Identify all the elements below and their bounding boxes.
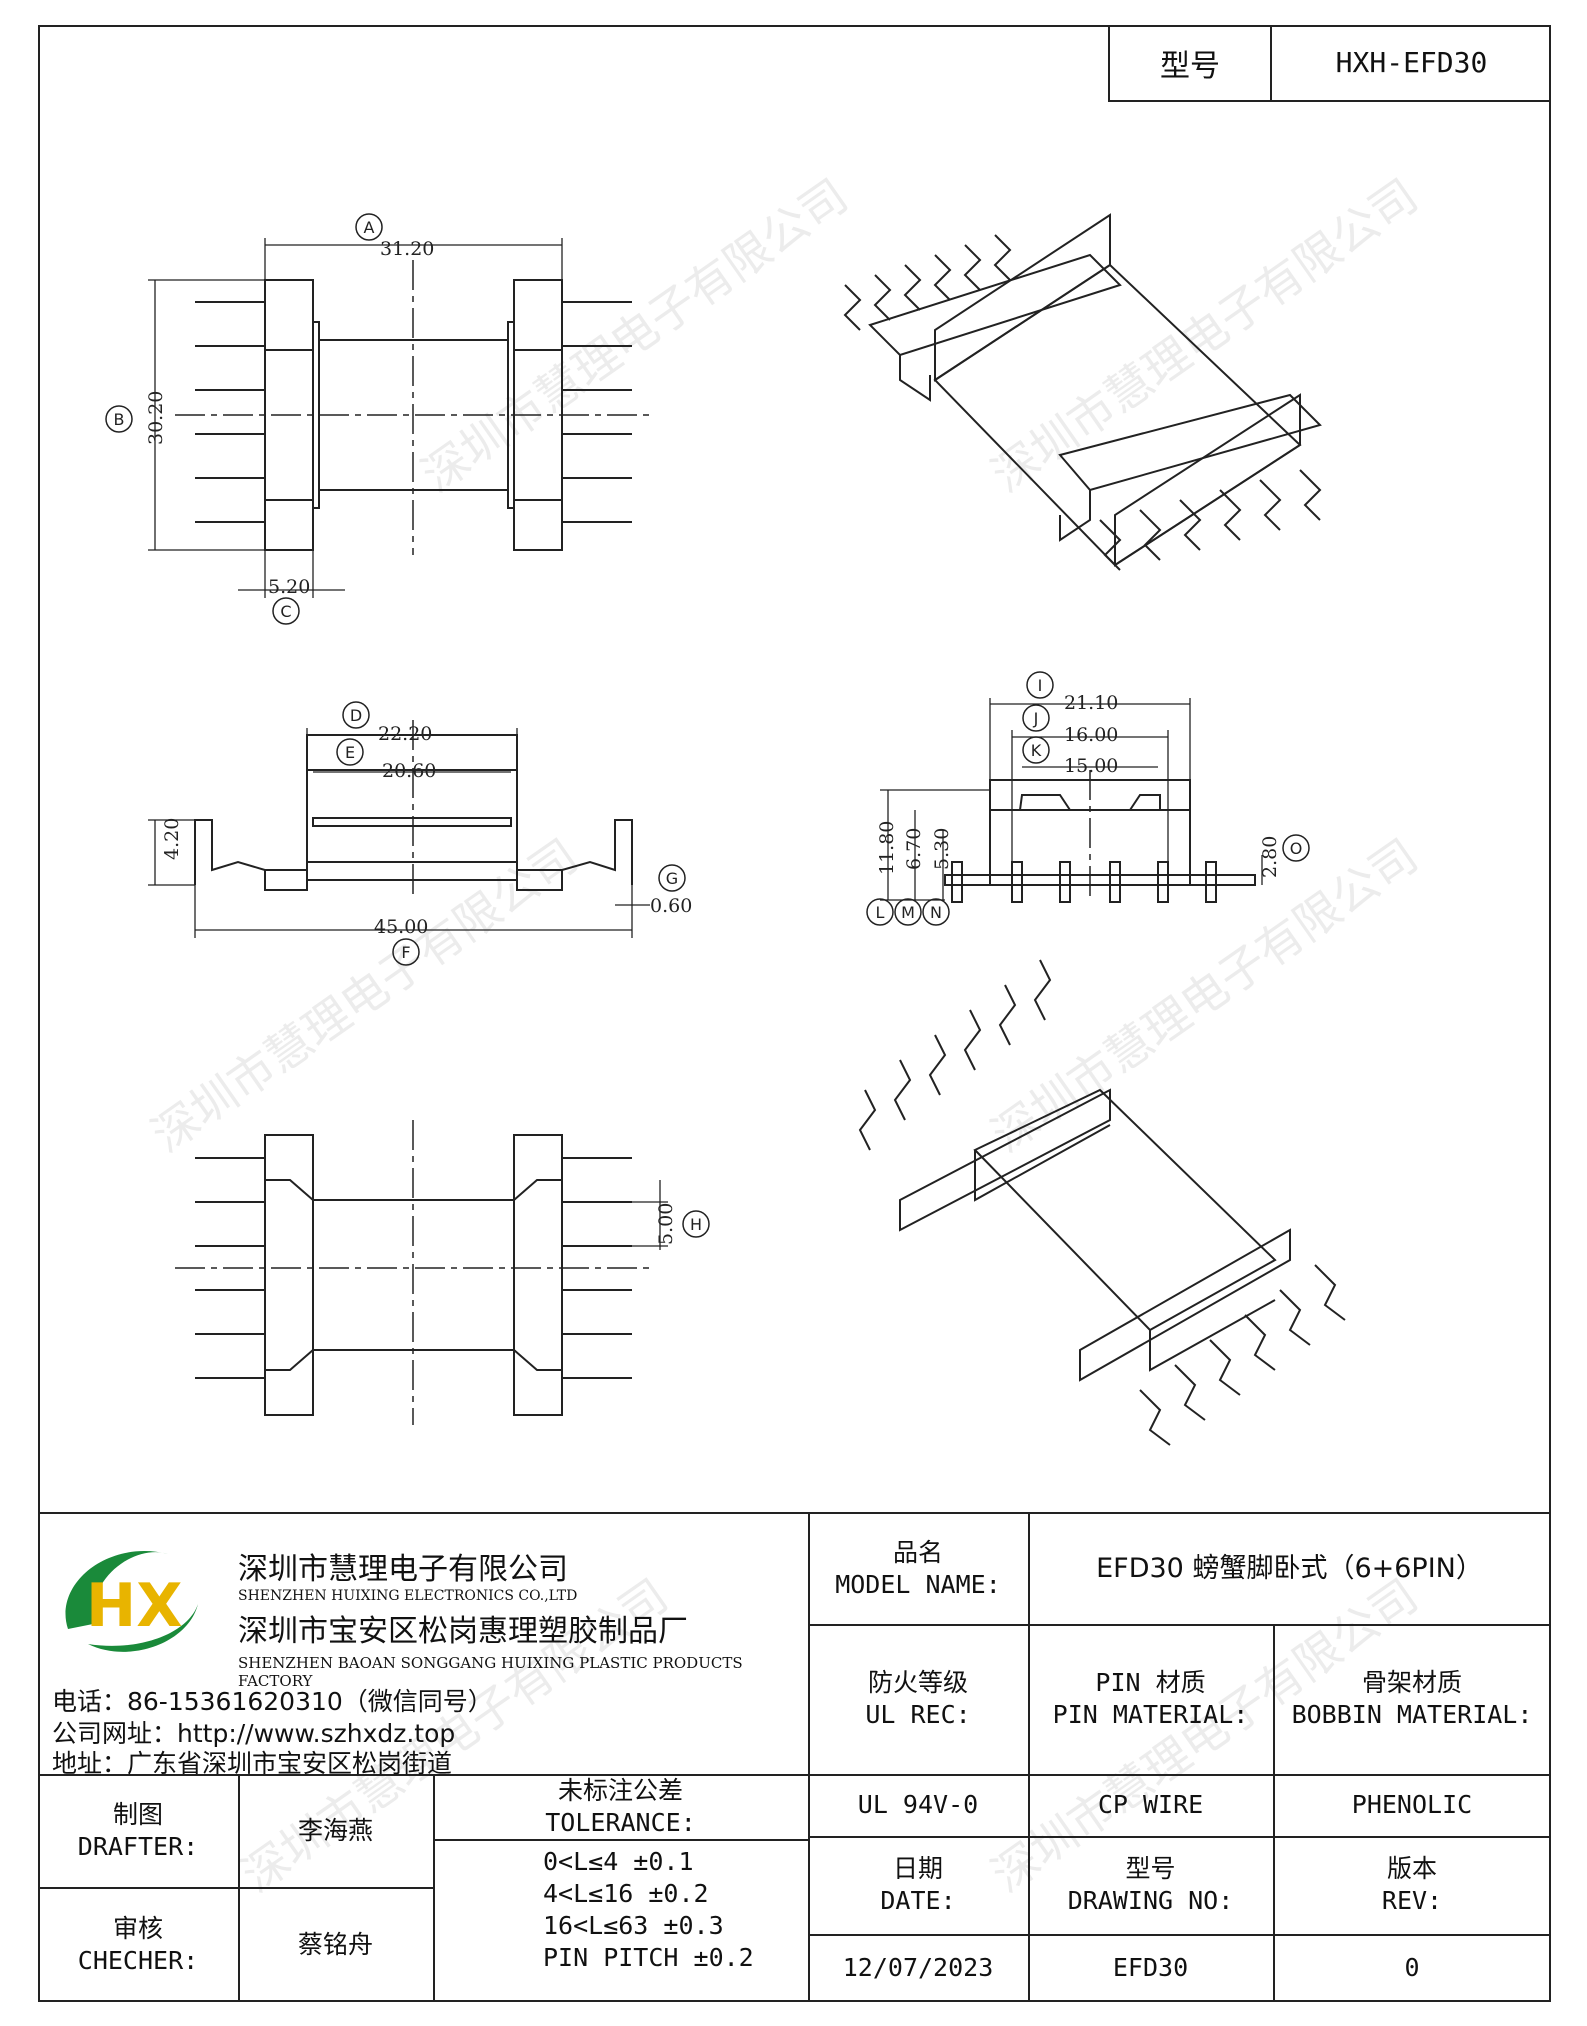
drafter-value: 李海燕: [297, 1815, 373, 1845]
title-block: HX 深圳市慧理电子有限公司 SHENZHEN HUIXING ELECTRON…: [38, 1512, 1551, 2002]
top-view: [105, 213, 650, 625]
dim-a: 31.20: [380, 238, 434, 260]
rev-value: 0: [1404, 1953, 1420, 1982]
drawing-en: DRAWING NO:: [1067, 1886, 1234, 1915]
callout-m: M: [901, 903, 915, 922]
factory-name-en: SHENZHEN BAOAN SONGGANG HUIXING PLASTIC …: [238, 1654, 743, 1690]
date-en: DATE:: [880, 1886, 956, 1915]
drafter-cn: 制图: [112, 1799, 163, 1829]
callout-b: B: [114, 410, 125, 429]
dim-o: 2.80: [1259, 836, 1281, 878]
ul-cn: 防火等级: [867, 1668, 968, 1697]
model-value: HXH-EFD30: [1335, 46, 1488, 79]
model-box: 型号 HXH-EFD30: [1108, 25, 1551, 102]
dim-side-height: 4.20: [161, 818, 183, 860]
checker-en: CHECHER:: [77, 1945, 199, 1975]
callout-l: L: [876, 903, 885, 922]
dim-f: 45.00: [374, 916, 428, 938]
dim-h: 5.00: [655, 1203, 677, 1245]
bobbin-cn: 骨架材质: [1361, 1668, 1462, 1697]
dim-l: 11.80: [876, 821, 898, 875]
rev-label: 版本 REV:: [1273, 1836, 1551, 1934]
dim-n: 5.30: [931, 828, 953, 870]
date-label: 日期 DATE:: [808, 1836, 1028, 1934]
drawing-no-label: 型号 DRAWING NO:: [1028, 1836, 1273, 1934]
callout-g: G: [666, 869, 678, 888]
callout-k: K: [1031, 741, 1042, 760]
checker-value: 蔡铭舟: [297, 1929, 373, 1959]
technical-drawing: 31.20 30.20 5.20 22.20 20.60 45.00 0.60 …: [105, 213, 1346, 1446]
drafter-en: DRAFTER:: [77, 1831, 199, 1861]
dim-e: 20.60: [382, 760, 436, 782]
bobbin-value: PHENOLIC: [1351, 1790, 1473, 1819]
checker-cn: 审核: [112, 1913, 163, 1943]
dim-k: 15.00: [1064, 755, 1118, 777]
ul-value: UL 94V-0: [857, 1790, 979, 1819]
isometric-view-top: [843, 213, 1322, 571]
tolerance-line: 0<L≤4 ±0.1: [543, 1847, 694, 1876]
callout-n: N: [930, 903, 942, 922]
callout-f: F: [401, 943, 410, 962]
dim-m: 6.70: [903, 828, 925, 870]
callout-j: J: [1033, 709, 1039, 728]
callout-o: O: [1290, 839, 1303, 858]
dim-b: 30.20: [145, 391, 167, 445]
callout-e: E: [345, 743, 355, 762]
company-phone: 电话：86-15361620310（微信同号）: [52, 1687, 493, 1716]
drawing-frame: [38, 25, 1551, 2002]
logo-letters: HX: [86, 1571, 182, 1641]
rev-en: REV:: [1381, 1886, 1443, 1915]
bobbin-en: BOBBIN MATERIAL:: [1291, 1700, 1533, 1729]
callout-h: H: [690, 1215, 702, 1234]
company-block: HX 深圳市慧理电子有限公司 SHENZHEN HUIXING ELECTRON…: [38, 1514, 808, 1778]
tolerance-label: 未标注公差 TOLERANCE:: [433, 1774, 808, 1839]
front-view: [148, 701, 686, 966]
drawing-no-value: EFD30: [1112, 1953, 1189, 1982]
date-cn: 日期: [892, 1854, 943, 1883]
dim-i: 21.10: [1064, 692, 1118, 714]
rev-cn: 版本: [1386, 1854, 1437, 1883]
model-name-value: EFD30 螃蟹脚卧式（6+6PIN）: [1096, 1553, 1483, 1584]
model-name-cn: 品名: [892, 1538, 943, 1567]
callout-d: D: [350, 706, 362, 725]
drawing-cn: 型号: [1125, 1854, 1176, 1883]
tolerance-en: TOLERANCE:: [545, 1807, 696, 1837]
model-name-label: 品名 MODEL NAME:: [808, 1514, 1028, 1624]
factory-name-cn: 深圳市宝安区松岗惠理塑胶制品厂: [238, 1614, 688, 1649]
isometric-view-bottom: [858, 959, 1346, 1446]
tolerance-line: 4<L≤16 ±0.2: [543, 1879, 709, 1908]
company-name-cn: 深圳市慧理电子有限公司: [238, 1552, 568, 1587]
bottom-view: [175, 1120, 710, 1425]
model-label: 型号: [1110, 25, 1272, 100]
company-website: 公司网址：http://www.szhxdz.top: [52, 1719, 456, 1748]
ul-en: UL REC:: [865, 1700, 971, 1729]
tolerance-list: 0<L≤4 ±0.1 4<L≤16 ±0.2 16<L≤63 ±0.3 PIN …: [543, 1846, 754, 1974]
dim-c: 5.20: [268, 576, 310, 598]
callout-a: A: [364, 218, 375, 237]
tolerance-line: PIN PITCH ±0.2: [543, 1943, 754, 1972]
model-name-en: MODEL NAME:: [835, 1570, 1001, 1599]
dim-d: 22.20: [378, 723, 432, 745]
callout-i: I: [1038, 676, 1043, 695]
pin-label: PIN 材质 PIN MATERIAL:: [1028, 1624, 1273, 1774]
tolerance-cn: 未标注公差: [557, 1775, 683, 1805]
side-view: [866, 671, 1310, 926]
pin-cn: PIN 材质: [1095, 1668, 1206, 1697]
callout-c: C: [280, 602, 291, 621]
date-value: 12/07/2023: [842, 1953, 994, 1982]
bobbin-label: 骨架材质 BOBBIN MATERIAL:: [1273, 1624, 1551, 1774]
checker-label: 审核 CHECHER:: [38, 1887, 238, 2002]
company-logo: HX: [65, 1551, 198, 1652]
company-name-en: SHENZHEN HUIXING ELECTRONICS CO.,LTD: [238, 1588, 578, 1604]
dim-g: 0.60: [650, 895, 692, 917]
drafter-label: 制图 DRAFTER:: [38, 1774, 238, 1887]
tolerance-line: 16<L≤63 ±0.3: [543, 1911, 724, 1940]
pin-en: PIN MATERIAL:: [1052, 1700, 1249, 1729]
company-address: 地址：广东省深圳市宝安区松岗街道: [52, 1749, 453, 1778]
ul-label: 防火等级 UL REC:: [808, 1624, 1028, 1774]
pin-value: CP WIRE: [1097, 1790, 1204, 1819]
dim-j: 16.00: [1064, 724, 1118, 746]
